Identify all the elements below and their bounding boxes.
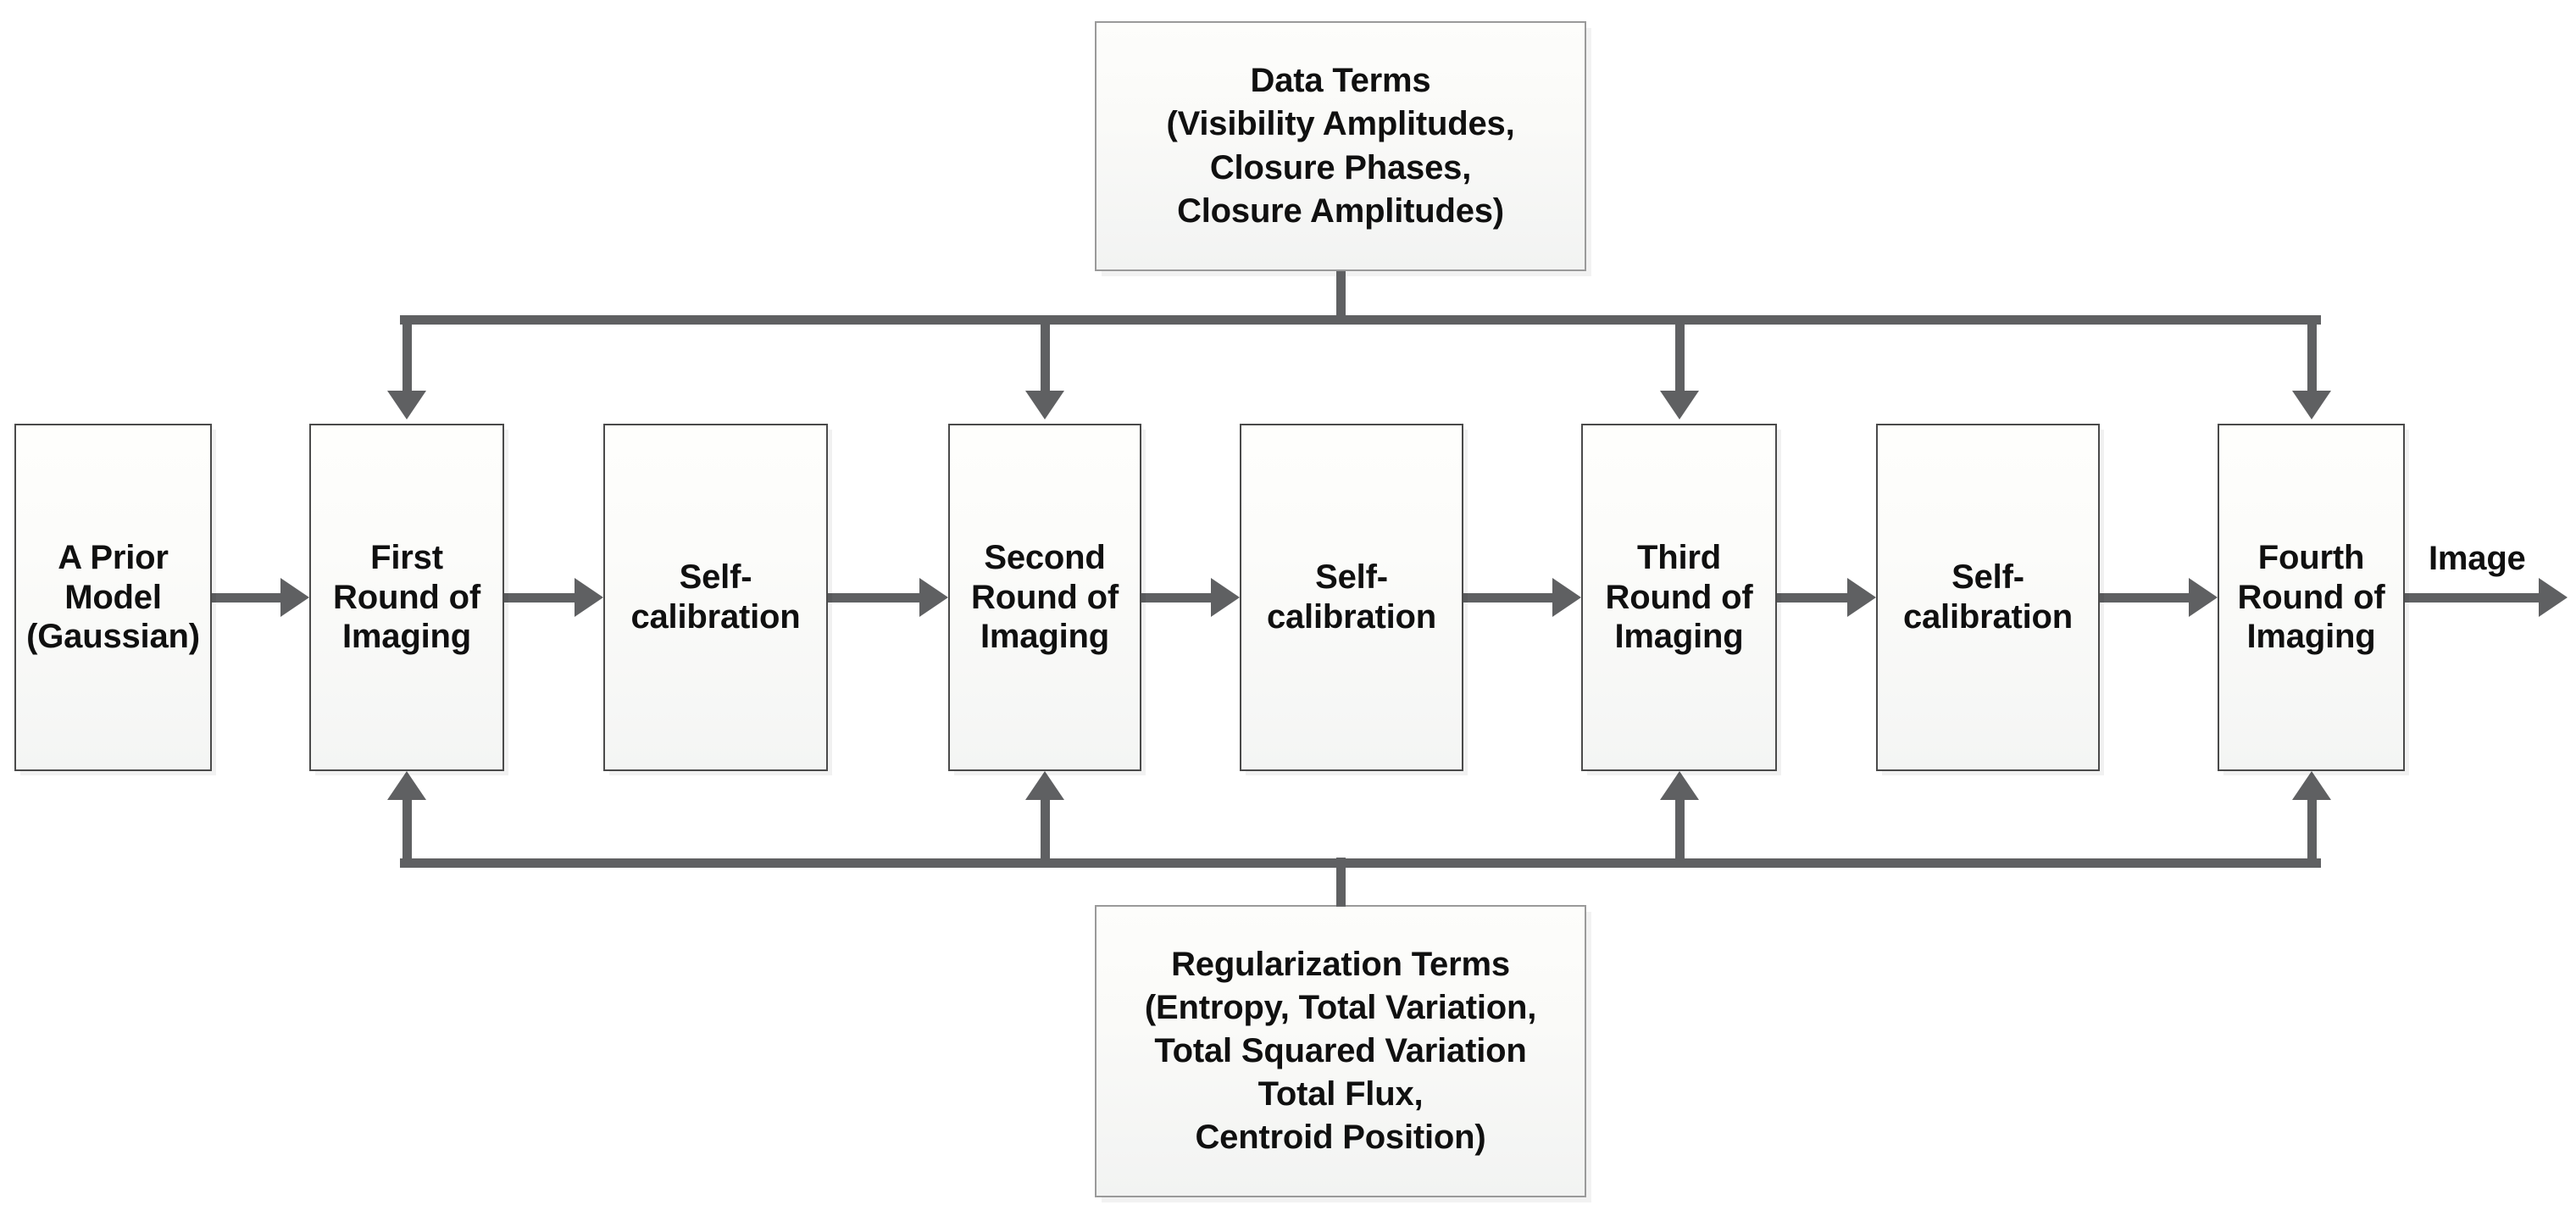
output-arrow-head: [2539, 578, 2568, 617]
process-box-prior-model: A Prior Model (Gaussian): [14, 424, 212, 771]
data-terms-box: Data Terms (Visibility Amplitudes, Closu…: [1095, 21, 1586, 271]
flow-arrow-head-second-imaging-to-selfcal-2: [1211, 578, 1240, 617]
process-box-label: Third Round of Imaging: [1605, 538, 1753, 656]
flow-arrow-head-third-imaging-to-selfcal-3: [1847, 578, 1876, 617]
reg-rise-arrow-third-imaging: [1659, 771, 1699, 800]
process-box-label: Self- calibration: [630, 558, 801, 636]
flow-arrow-head-first-imaging-to-selfcal-1: [575, 578, 603, 617]
process-box-selfcal-3: Self- calibration: [1876, 424, 2100, 771]
flow-arrow-shaft-prior-model-to-first-imaging: [212, 593, 280, 602]
process-box-label: A Prior Model (Gaussian): [26, 538, 200, 656]
flow-arrow-shaft-selfcal-2-to-third-imaging: [1463, 593, 1552, 602]
flow-arrow-head-prior-model-to-first-imaging: [280, 578, 309, 617]
data-terms-stem: [1336, 271, 1346, 325]
process-box-label: Fourth Round of Imaging: [2237, 538, 2385, 656]
reg-rise-leg-third-imaging: [1674, 800, 1685, 867]
process-box-selfcal-2: Self- calibration: [1240, 424, 1463, 771]
regularization-terms-bus: [400, 858, 2321, 868]
flow-arrow-shaft-first-imaging-to-selfcal-1: [504, 593, 575, 602]
terms-drop-arrow-fourth-imaging: [2291, 391, 2331, 419]
flow-arrow-shaft-selfcal-1-to-second-imaging: [828, 593, 919, 602]
reg-rise-arrow-fourth-imaging: [2291, 771, 2331, 800]
flow-arrow-head-selfcal-1-to-second-imaging: [919, 578, 948, 617]
terms-drop-leg-second-imaging: [1041, 315, 1050, 395]
process-box-third-imaging: Third Round of Imaging: [1581, 424, 1777, 771]
process-box-first-imaging: First Round of Imaging: [309, 424, 504, 771]
reg-rise-leg-first-imaging: [402, 800, 412, 867]
terms-drop-leg-fourth-imaging: [2307, 315, 2317, 395]
regularization-terms-stem: [1336, 858, 1346, 907]
process-box-label: Self- calibration: [1266, 558, 1437, 636]
reg-rise-leg-fourth-imaging: [2307, 800, 2317, 867]
data-terms-label: Data Terms (Visibility Amplitudes, Closu…: [1166, 62, 1515, 230]
flow-arrow-head-selfcal-2-to-third-imaging: [1552, 578, 1581, 617]
output-image-label: Image: [2429, 540, 2526, 577]
reg-rise-arrow-second-imaging: [1025, 771, 1064, 800]
flow-arrow-head-selfcal-3-to-fourth-imaging: [2189, 578, 2218, 617]
terms-drop-arrow-third-imaging: [1659, 391, 1699, 419]
terms-drop-leg-first-imaging: [402, 315, 412, 395]
process-box-selfcal-1: Self- calibration: [603, 424, 828, 771]
output-arrow-shaft: [2405, 593, 2539, 602]
data-terms-bus: [400, 315, 2321, 325]
process-box-label: Second Round of Imaging: [971, 538, 1119, 656]
process-box-second-imaging: Second Round of Imaging: [948, 424, 1141, 771]
regularization-terms-box: Regularization Terms (Entropy, Total Var…: [1095, 905, 1586, 1197]
regularization-terms-label: Regularization Terms (Entropy, Total Var…: [1144, 945, 1537, 1157]
process-box-fourth-imaging: Fourth Round of Imaging: [2218, 424, 2405, 771]
reg-rise-leg-second-imaging: [1041, 800, 1050, 867]
process-box-label: Self- calibration: [1902, 558, 2074, 636]
flow-arrow-shaft-second-imaging-to-selfcal-2: [1141, 593, 1211, 602]
terms-drop-arrow-second-imaging: [1025, 391, 1064, 419]
flow-arrow-shaft-third-imaging-to-selfcal-3: [1777, 593, 1847, 602]
process-box-label: First Round of Imaging: [333, 538, 480, 656]
terms-drop-arrow-first-imaging: [387, 391, 426, 419]
terms-drop-leg-third-imaging: [1674, 315, 1685, 395]
reg-rise-arrow-first-imaging: [387, 771, 426, 800]
flow-arrow-shaft-selfcal-3-to-fourth-imaging: [2100, 593, 2189, 602]
